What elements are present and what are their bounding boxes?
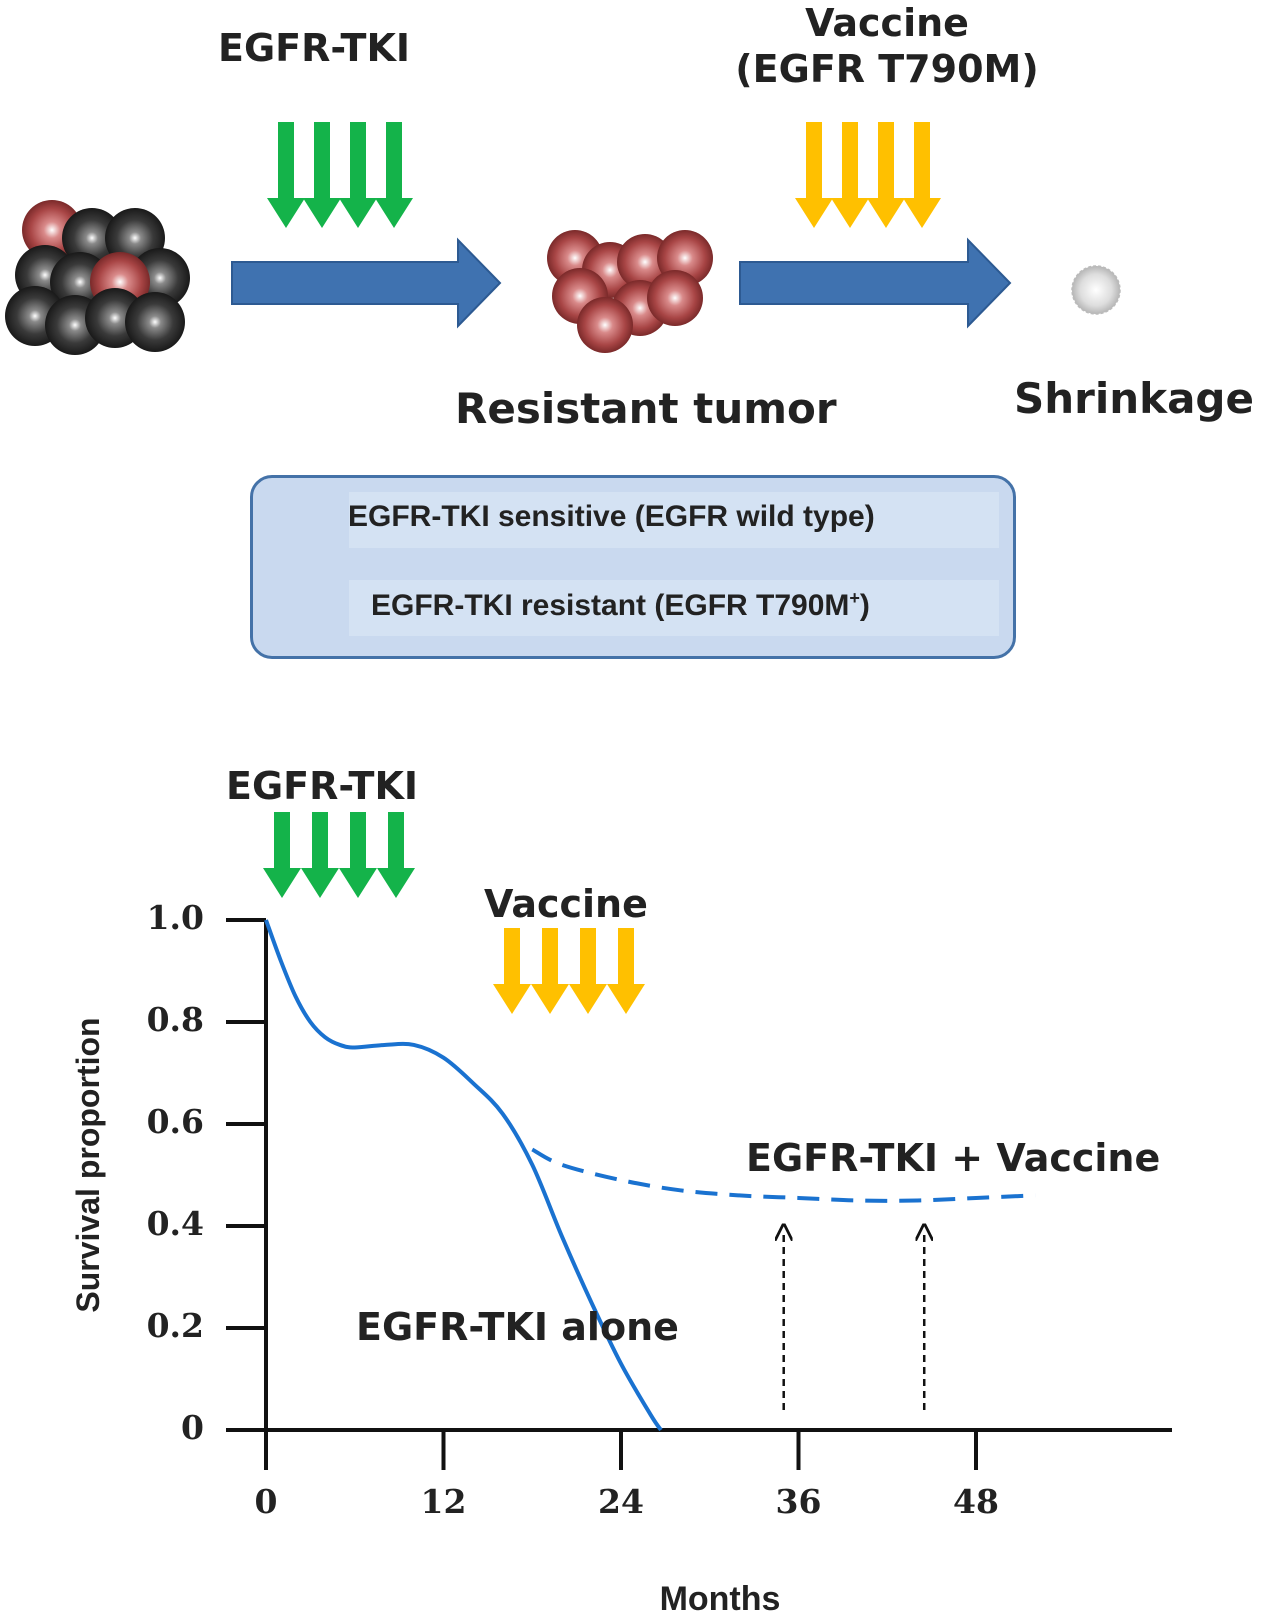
orange-arrow-bottom-2: [531, 928, 569, 1014]
annotation-arrows: [784, 1232, 925, 1410]
block-arrow-1: [231, 237, 502, 329]
x-tick-label-48: 48: [953, 1482, 999, 1521]
x-tick-label-36: 36: [775, 1482, 822, 1521]
orange-arrow-bottom-1: [493, 928, 531, 1014]
y-tick-label-0.2: 0.2: [146, 1306, 204, 1345]
y-tick-label-0.8: 0.8: [146, 1000, 204, 1039]
orange-arrow-bottom-4: [607, 928, 645, 1014]
series-line-tki-alone: [264, 919, 663, 1432]
mixed-tumor-icon: [5, 200, 190, 355]
vaccine-arrows-top: [795, 122, 941, 228]
series-line-tki-vaccine: [531, 1147, 1036, 1203]
tki-label-bottom: EGFR-TKI: [226, 764, 419, 808]
green-arrow-top-1: [267, 122, 305, 228]
vaccine-label-line2: (EGFR T790M): [735, 47, 1039, 91]
legend-resistant-close: ): [859, 589, 870, 622]
green-arrow-bottom-3: [339, 812, 377, 898]
green-arrow-top-4: [375, 122, 413, 228]
orange-arrow-top-2: [831, 122, 869, 228]
x-tick-label-0: 0: [254, 1482, 278, 1521]
orange-arrow-bottom-3: [569, 928, 607, 1014]
resistant-tumor-icon: [547, 230, 713, 353]
legend-resistant: EGFR-TKI resistant (EGFR T790M+): [371, 588, 870, 623]
orange-arrow-top-1: [795, 122, 833, 228]
green-arrow-top-2: [303, 122, 341, 228]
y-axis-label: Survival proportion: [70, 1017, 106, 1313]
x-tick-label-24: 24: [598, 1482, 644, 1521]
x-axis-label: Months: [659, 1580, 781, 1618]
vaccine-arrows-bottom: [493, 928, 645, 1014]
orange-arrow-top-3: [867, 122, 905, 228]
legend-resistant-text: EGFR-TKI resistant (EGFR T790M: [371, 589, 850, 622]
y-tick-label-1.0: 1.0: [146, 898, 204, 937]
vaccine-label-top: Vaccine (EGFR T790M): [712, 0, 1062, 92]
resistant-tumor-label: Resistant tumor: [455, 384, 837, 433]
shrinkage-cell-icon: [1071, 265, 1121, 315]
green-arrow-bottom-1: [263, 812, 301, 898]
legend-box: EGFR-TKI sensitive (EGFR wild type) EGFR…: [250, 475, 1016, 659]
tki-arrows-bottom: [263, 812, 415, 898]
series-layer: [264, 919, 1036, 1432]
y-tick-label-0: 0: [181, 1408, 204, 1447]
block-arrow-2: [739, 237, 1012, 329]
shrinkage-label: Shrinkage: [1014, 374, 1254, 423]
series-label-vaccine: EGFR-TKI + Vaccine: [746, 1136, 1161, 1180]
x-tick-label-12: 12: [420, 1482, 467, 1521]
legend-sensitive: EGFR-TKI sensitive (EGFR wild type): [348, 500, 875, 533]
green-arrow-top-3: [339, 122, 377, 228]
green-arrow-bottom-2: [301, 812, 339, 898]
y-tick-marks: [226, 918, 266, 1432]
orange-arrow-top-4: [903, 122, 941, 228]
y-tick-label-0.6: 0.6: [146, 1102, 204, 1141]
x-tick-marks: [264, 1430, 978, 1470]
legend-resistant-sup: +: [849, 588, 860, 608]
tki-label-top: EGFR-TKI: [218, 26, 411, 70]
green-arrow-bottom-4: [377, 812, 415, 898]
y-tick-label-0.4: 0.4: [146, 1204, 204, 1243]
survival-chart: [226, 918, 1172, 1470]
vaccine-label-bottom: Vaccine: [484, 882, 648, 926]
series-label-alone: EGFR-TKI alone: [356, 1305, 679, 1349]
vaccine-label-line1: Vaccine: [805, 1, 969, 45]
tki-arrows-top: [267, 122, 413, 228]
